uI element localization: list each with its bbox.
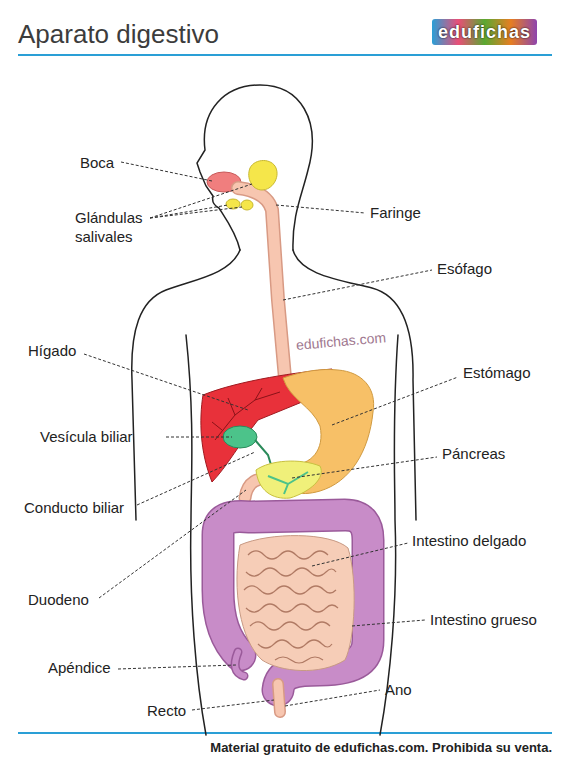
page-title: Aparato digestivo [18, 18, 219, 50]
salivary-gland [249, 161, 277, 191]
part-label: Intestino grueso [430, 610, 537, 629]
pancreas [256, 461, 321, 498]
rectum-edge [278, 684, 280, 712]
part-label: Recto [147, 701, 186, 720]
small-intestine-coils [244, 551, 338, 663]
part-label: Boca [80, 153, 114, 172]
part-label: Apéndice [48, 658, 111, 677]
part-label: Conducto biliar [24, 498, 124, 517]
large-intestine-edge [218, 515, 368, 690]
part-label: Ano [385, 680, 412, 699]
esophagus-edge [238, 188, 285, 378]
logo: edufichas [432, 19, 537, 45]
part-label: Intestino delgado [412, 531, 526, 550]
part-label: Páncreas [442, 444, 505, 463]
part-label: Glándulas salivales [75, 208, 149, 246]
large-intestine [218, 515, 368, 690]
footer-caption: Material gratuito de edufichas.com. Proh… [210, 740, 552, 756]
part-label: Duodeno [28, 590, 89, 609]
body-outline [132, 85, 416, 735]
part-label: Estómago [463, 363, 531, 382]
salivary-gland [226, 199, 240, 209]
header-rule [18, 54, 552, 56]
rectum [278, 684, 280, 712]
small-intestine [237, 536, 354, 671]
salivary-gland [241, 200, 253, 210]
part-label: Esófago [437, 259, 492, 278]
esophagus [238, 188, 285, 378]
pancreatic-duct [268, 472, 308, 494]
part-label: Faringe [370, 203, 421, 222]
part-label: Vesícula biliar [40, 427, 133, 446]
appendix-edge [235, 652, 244, 676]
footer-rule [18, 732, 552, 734]
appendix [235, 652, 244, 676]
leader-lines [84, 162, 458, 710]
part-label: Hígado [28, 341, 76, 360]
watermark: edufichas.com [295, 328, 387, 355]
